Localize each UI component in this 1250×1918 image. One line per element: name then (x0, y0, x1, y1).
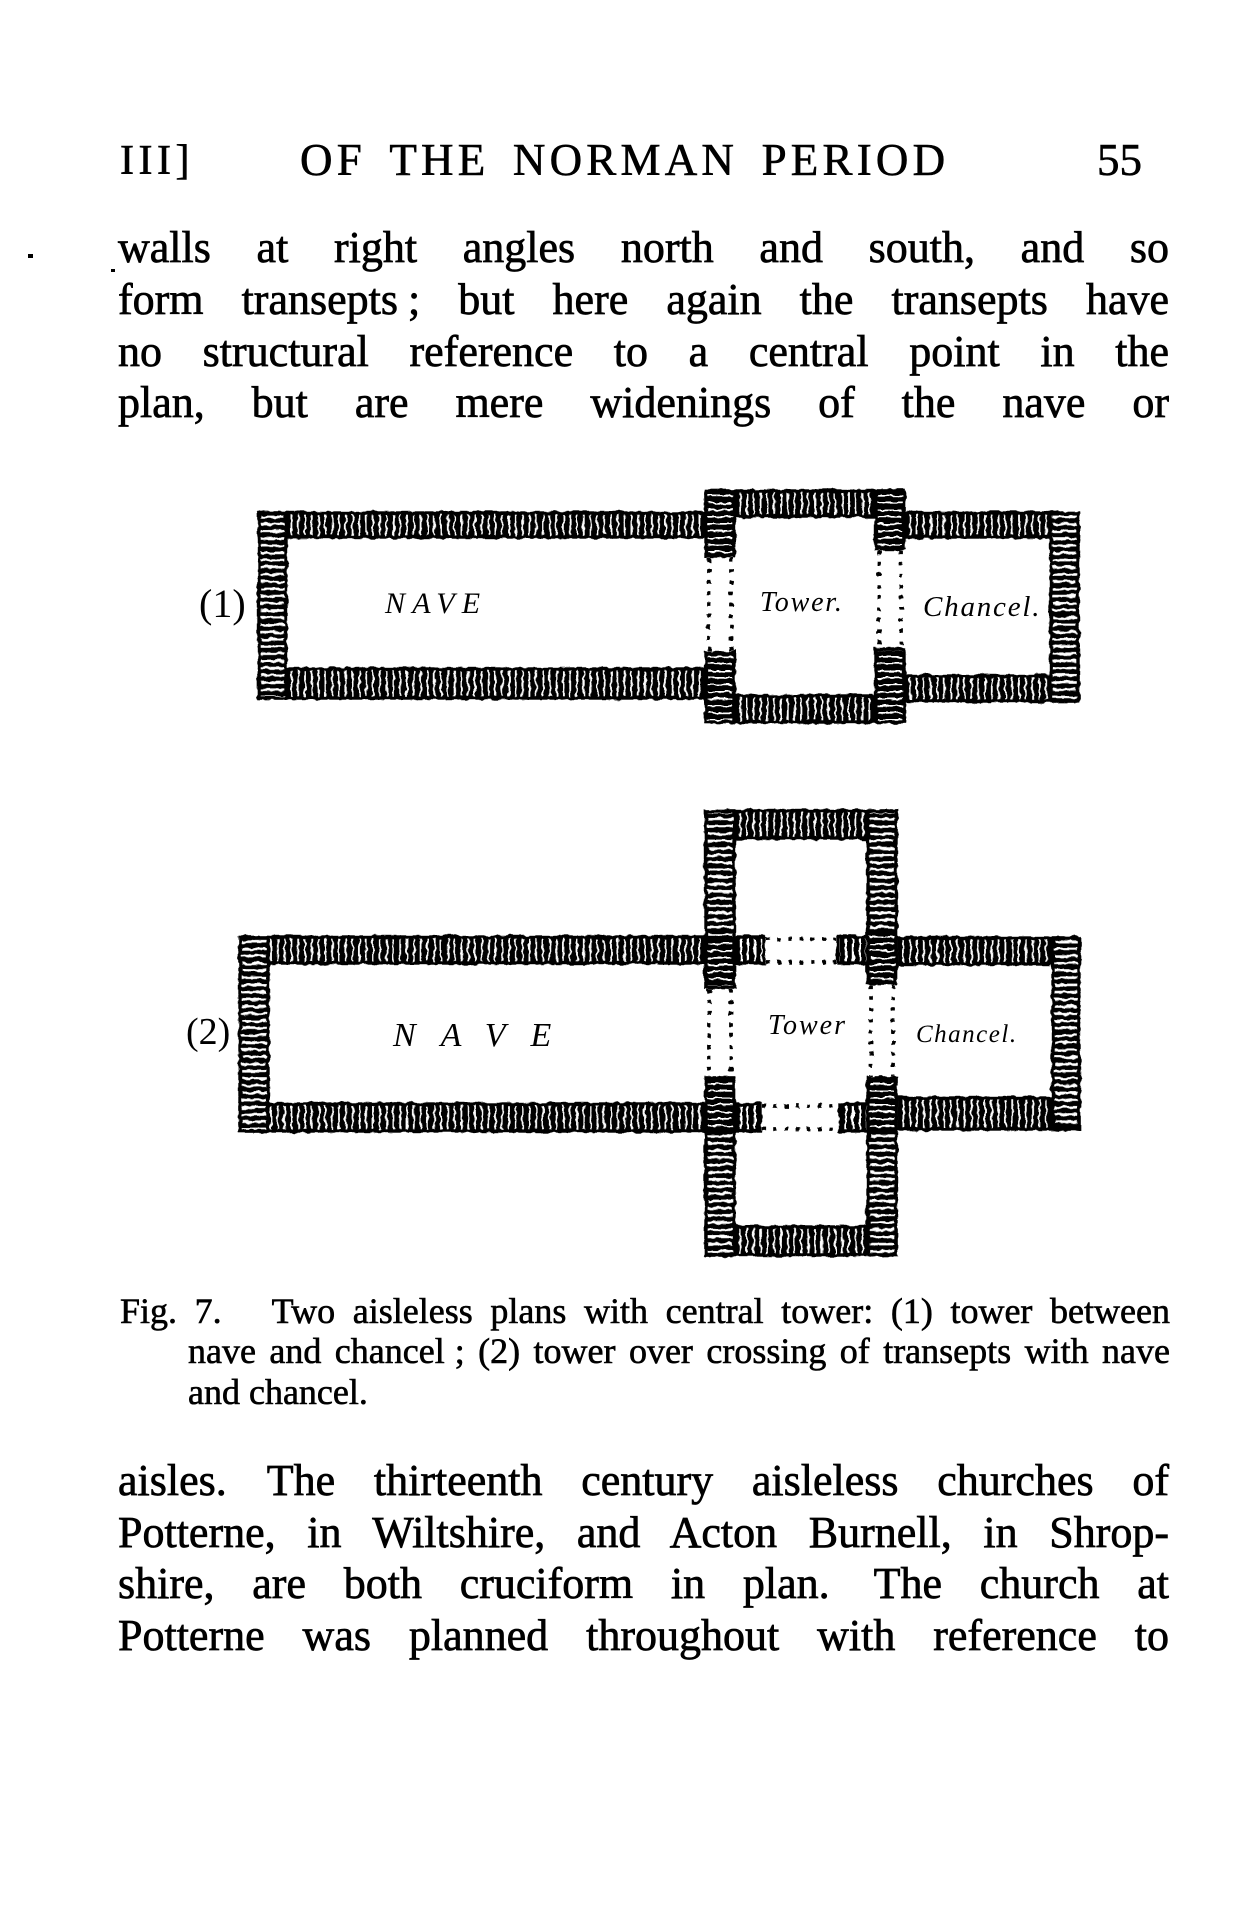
svg-text:(1): (1) (199, 581, 246, 626)
svg-text:Tower: Tower (768, 1010, 847, 1041)
svg-text:NAVE: NAVE (392, 1017, 576, 1054)
svg-text:(2): (2) (186, 1011, 230, 1053)
svg-text:Chancel.: Chancel. (923, 591, 1041, 623)
svg-text:Chancel.: Chancel. (916, 1021, 1018, 1048)
svg-text:NAVE: NAVE (384, 587, 487, 620)
svg-text:Tower.: Tower. (760, 587, 844, 618)
